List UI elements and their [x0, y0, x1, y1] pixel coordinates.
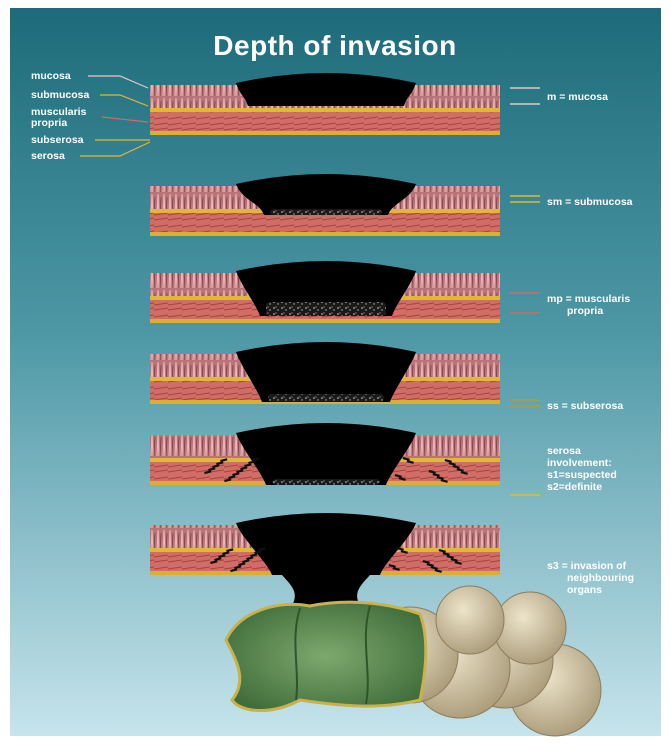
organ-lobe: [494, 592, 566, 664]
stage-label-line: m = mucosa: [547, 91, 608, 103]
stage-label-line: sm = submucosa: [547, 196, 633, 208]
stage-label-mp: mp = muscularis propria: [547, 293, 630, 317]
stage-label-line: s1=suspected: [547, 469, 617, 481]
submucosa-layer: [150, 108, 500, 112]
serosa-layer: [150, 131, 500, 135]
invasive-front: [266, 302, 386, 316]
stage-label-ss: ss = subserosa: [547, 400, 623, 412]
stage-label-m: m = mucosa: [547, 91, 608, 103]
label-subserosa: subserosa: [31, 134, 84, 146]
stage-label-line: involvement:: [547, 457, 617, 469]
serosa-layer: [150, 232, 500, 236]
diagram-title: Depth of invasion: [120, 30, 550, 62]
muscularis-layer: [150, 112, 500, 131]
stage-label-line: organs: [547, 584, 634, 596]
label-mucosa: mucosa: [31, 70, 71, 82]
invasive-front: [272, 479, 380, 485]
tumour-mass: [236, 174, 416, 215]
tumour-mass: [236, 423, 416, 485]
serosa-layer: [150, 319, 500, 323]
stage-label-line: mp = muscularis: [547, 293, 630, 305]
tumour-mass: [236, 73, 416, 106]
stage-label-line: s2=definite: [547, 481, 617, 493]
stage-label-serosa: serosa involvement: s1=suspected s2=defi…: [547, 445, 617, 493]
label-submucosa: submucosa: [31, 89, 89, 101]
invasive-front: [270, 209, 382, 215]
stage-label-line: s3 = invasion of: [547, 560, 634, 572]
organ-cut-surface: [226, 602, 426, 710]
tumour-mass: [236, 342, 416, 402]
stage-label-line: serosa: [547, 445, 617, 457]
stage-label-line: neighbouring: [547, 572, 634, 584]
label-propria: propria: [31, 117, 67, 129]
muscularis-layer: [150, 213, 500, 232]
stage-label-s3: s3 = invasion of neighbouring organs: [547, 560, 634, 596]
organ-lobe: [436, 586, 504, 654]
stage-label-line: ss = subserosa: [547, 400, 623, 412]
stage-label-line: propria: [547, 305, 630, 317]
invasive-front: [268, 394, 384, 402]
label-serosa: serosa: [31, 150, 65, 162]
stage-label-sm: sm = submucosa: [547, 196, 633, 208]
